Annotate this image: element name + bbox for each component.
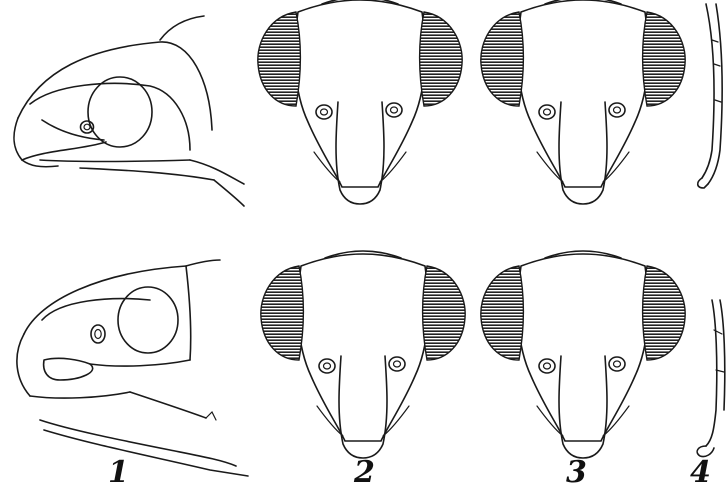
fig2-bottom-front-head	[261, 251, 465, 458]
fig4-bottom-leg	[697, 300, 725, 457]
fig3-top-front-head	[481, 0, 685, 204]
figure-label-3: 3	[566, 458, 587, 488]
figure-label-4: 4	[690, 458, 711, 488]
fig3-bottom-front-head	[481, 251, 685, 458]
fig4-top-leg	[698, 4, 722, 188]
fig2-top-front-head	[258, 0, 462, 204]
figure-label-2: 2	[354, 458, 375, 488]
fig1-bottom-lateral-head	[17, 260, 248, 476]
fig1-top-lateral-head	[14, 16, 244, 206]
figure-label-1: 1	[108, 458, 129, 488]
